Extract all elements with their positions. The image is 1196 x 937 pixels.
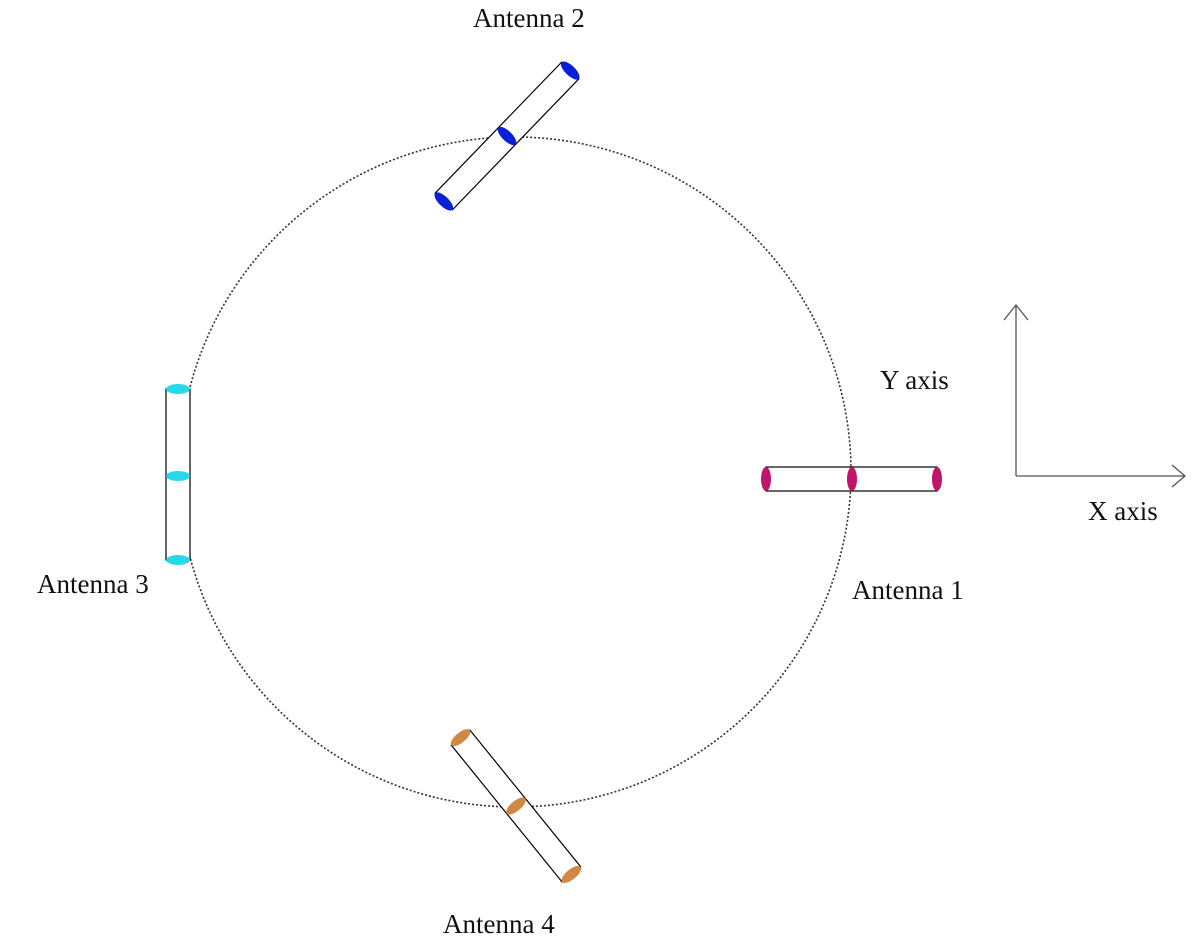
- antenna-3-cap-top: [166, 384, 190, 394]
- y-axis-arrowhead: [1003, 303, 1029, 321]
- antenna-2: [434, 61, 580, 211]
- antenna-4-joint: [506, 797, 526, 815]
- y-axis-label: Y axis: [880, 365, 949, 395]
- antenna-2-cap-left: [434, 192, 454, 211]
- antenna-4-cap-left: [450, 729, 471, 747]
- axis-indicator: [1003, 303, 1187, 488]
- antenna-3: [165, 384, 191, 565]
- reference-circle: [178, 136, 852, 808]
- antenna-3-label: Antenna 3: [37, 569, 149, 599]
- antenna-1: [761, 466, 942, 492]
- antenna-2-cap-right: [560, 61, 580, 80]
- antenna-4-label: Antenna 4: [443, 909, 555, 937]
- x-axis-label: X axis: [1088, 496, 1158, 526]
- antenna-1-cap-left: [761, 467, 771, 491]
- antenna-4: [450, 729, 582, 883]
- antenna-1-joint: [847, 467, 857, 491]
- antenna-2-label: Antenna 2: [473, 3, 585, 33]
- antenna-1-label: Antenna 1: [852, 575, 964, 605]
- antenna-4-cap-right: [561, 865, 582, 883]
- x-axis-arrowhead: [1171, 464, 1187, 488]
- antenna-2-joint: [497, 126, 517, 146]
- antenna-3-cap-bottom: [166, 555, 190, 565]
- antenna-1-cap-right: [932, 467, 942, 491]
- antenna-3-joint: [166, 471, 190, 481]
